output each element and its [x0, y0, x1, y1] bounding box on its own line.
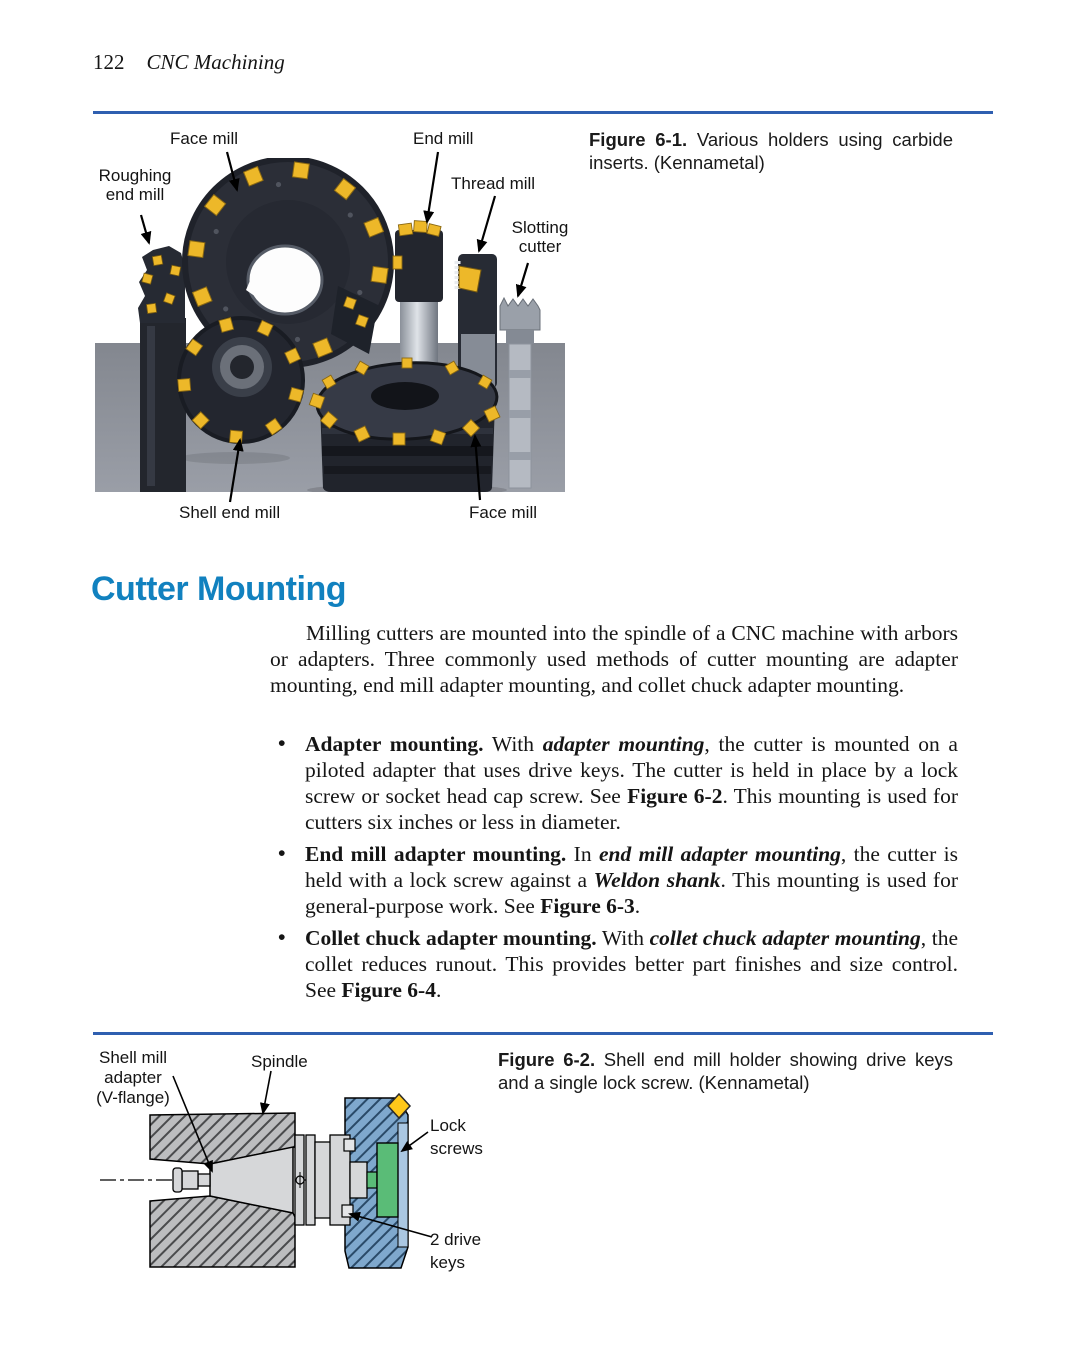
mounting-methods-list: Adapter mounting. With adapter mounting,… [270, 730, 958, 1009]
list-item-text: Collet chuck adapter mounting. With coll… [305, 926, 958, 1002]
retention-knob [172, 1167, 211, 1193]
intro-paragraph: Milling cutters are mounted into the spi… [270, 621, 958, 697]
top-rule [93, 111, 993, 114]
shell-end-mill-shape [177, 316, 305, 444]
figure1-caption: Figure 6-1. Various holders using carbid… [589, 129, 953, 173]
list-item-text: End mill adapter mounting. In end mill a… [305, 842, 958, 918]
label-shell-end-mill: Shell end mill [179, 503, 281, 522]
lock-screw-plate [376, 1142, 399, 1218]
drive-key-top [343, 1138, 356, 1152]
lock-screw-stem [366, 1171, 378, 1189]
label-spindle: Spindle [251, 1052, 308, 1071]
bottom-rule [93, 1032, 993, 1035]
list-item-collet-chuck-adapter-mounting: Collet chuck adapter mounting. With coll… [270, 924, 958, 1003]
list-item-adapter-mounting: Adapter mounting. With adapter mounting,… [270, 730, 958, 835]
list-item-text: Adapter mounting. With adapter mounting,… [305, 732, 958, 834]
carbide-insert [386, 1092, 412, 1120]
small-end-mill-shape [331, 286, 378, 354]
running-title: CNC Machining [146, 50, 285, 74]
bottom-face-mill-shape [308, 357, 501, 492]
section-heading: Cutter Mounting [91, 570, 347, 608]
label-face-mill-top: Face mill [170, 129, 239, 148]
label-thread-mill: Thread mill [451, 174, 536, 193]
shell-mill-rim [397, 1122, 409, 1248]
figure2-caption: Figure 6-2. Shell end mill holder showin… [498, 1049, 953, 1093]
roughing-end-mill-shape [138, 246, 186, 492]
pilot-stub [349, 1161, 368, 1199]
slotting-cutter-shape [499, 296, 541, 489]
page-header: 122 CNC Machining [93, 50, 285, 75]
milling-cutters-photo [95, 158, 565, 492]
label-face-mill-bottom: Face mill [469, 503, 538, 522]
page-number: 122 [93, 50, 125, 74]
label-end-mill: End mill [413, 129, 474, 148]
drive-key-bottom [341, 1204, 354, 1218]
list-item-end-mill-adapter-mounting: End mill adapter mounting. In end mill a… [270, 840, 958, 919]
